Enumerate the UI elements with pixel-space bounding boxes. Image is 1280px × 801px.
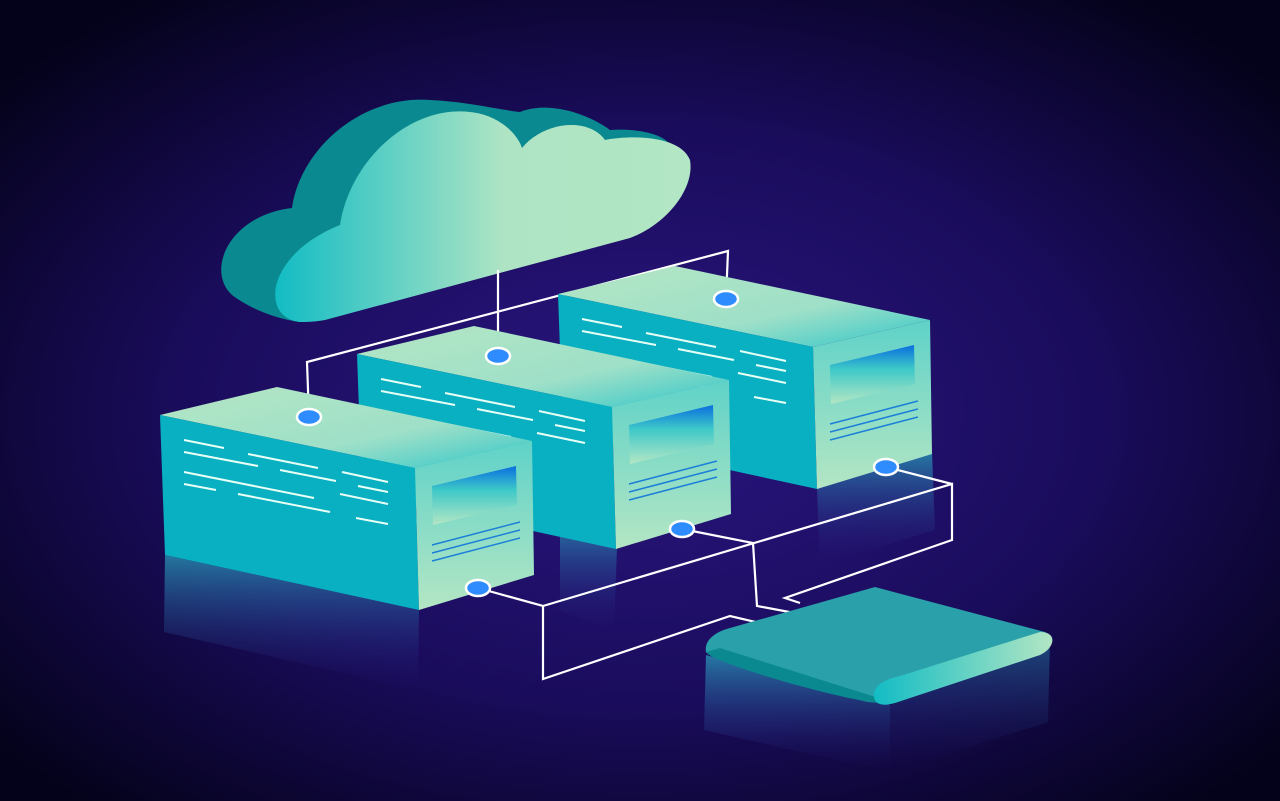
network-node-icon — [872, 457, 900, 477]
network-wires — [305, 249, 954, 681]
network-node-icon — [464, 578, 492, 598]
network-node-icon — [484, 346, 512, 366]
cloud-icon — [221, 99, 691, 323]
reflections — [164, 452, 1050, 772]
storage-platform-icon — [705, 587, 1053, 705]
network-node-icon — [668, 519, 696, 539]
network-nodes — [295, 289, 900, 598]
network-node-icon — [295, 407, 323, 427]
server-icon — [160, 387, 534, 610]
network-node-icon — [712, 289, 740, 309]
